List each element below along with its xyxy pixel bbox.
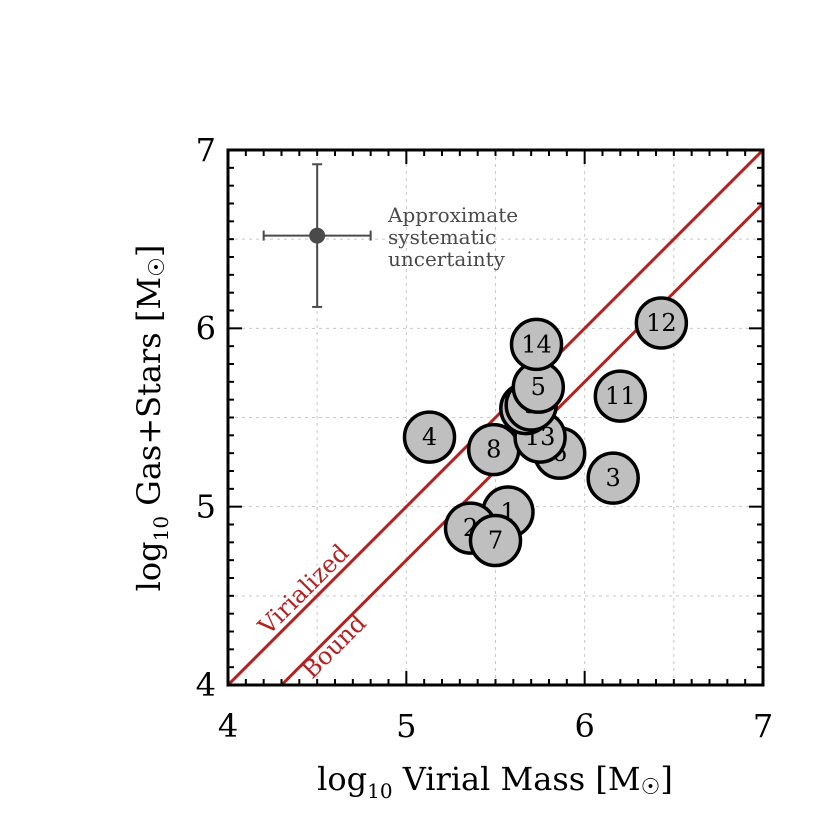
point-marker-14 [509,317,564,372]
errorbar-point [309,227,326,244]
axis-ticks [227,149,764,686]
x-axis-label-close: ] [660,760,672,798]
point-label-3: 3 [606,464,621,492]
errorbar-label-line: Approximate [387,203,518,227]
y-axis-label-sub: 10 [149,516,173,541]
y-tick-label: 4 [196,666,216,704]
point-label-11: 11 [605,382,636,410]
point-label-7: 7 [488,527,503,555]
errorbar-label-line: systematic [388,225,496,249]
point-marker-3 [586,451,640,505]
y-tick-label: 7 [196,131,216,169]
x-axis-label-sub: 10 [367,779,392,803]
y-axis-label: log10 Gas+Stars [M☉] [130,245,173,592]
line-label-bound: Bound [297,609,372,684]
y-axis-label-close: ] [130,245,168,257]
x-tick-label: 4 [218,707,238,745]
line-virialized [228,150,763,685]
x-axis-label-main: Virial Mass [M [393,760,641,798]
point-marker-12 [634,296,689,350]
x-axis-label-sun: ☉ [641,775,661,800]
y-tick-label: 6 [196,309,216,347]
y-axis-label-log: log [130,541,168,591]
data-points: 1273486131095111412 [402,296,689,568]
point-label-12: 12 [646,309,677,337]
errorbar-label-line: uncertainty [388,247,506,271]
point-label-4: 4 [422,423,437,451]
x-tick-label: 6 [574,707,594,745]
point-marker-4 [402,410,457,464]
x-tick-label: 7 [753,707,773,745]
x-axis-label-log: log [317,760,367,798]
y-axis-label-sun: ☉ [145,257,170,277]
y-axis-label-main: Gas+Stars [M [130,277,168,516]
point-marker-11 [593,369,648,423]
tick-labels: 4 5 6 7 4 5 6 7 [196,131,774,745]
point-label-8: 8 [486,436,501,464]
point-label-14: 14 [521,330,552,358]
x-tick-label: 5 [396,707,416,745]
point-label-5: 5 [531,373,546,401]
point-marker-7 [468,513,523,568]
x-axis-label: log10 Virial Mass [M☉] [317,760,673,803]
y-tick-label: 5 [196,488,216,526]
